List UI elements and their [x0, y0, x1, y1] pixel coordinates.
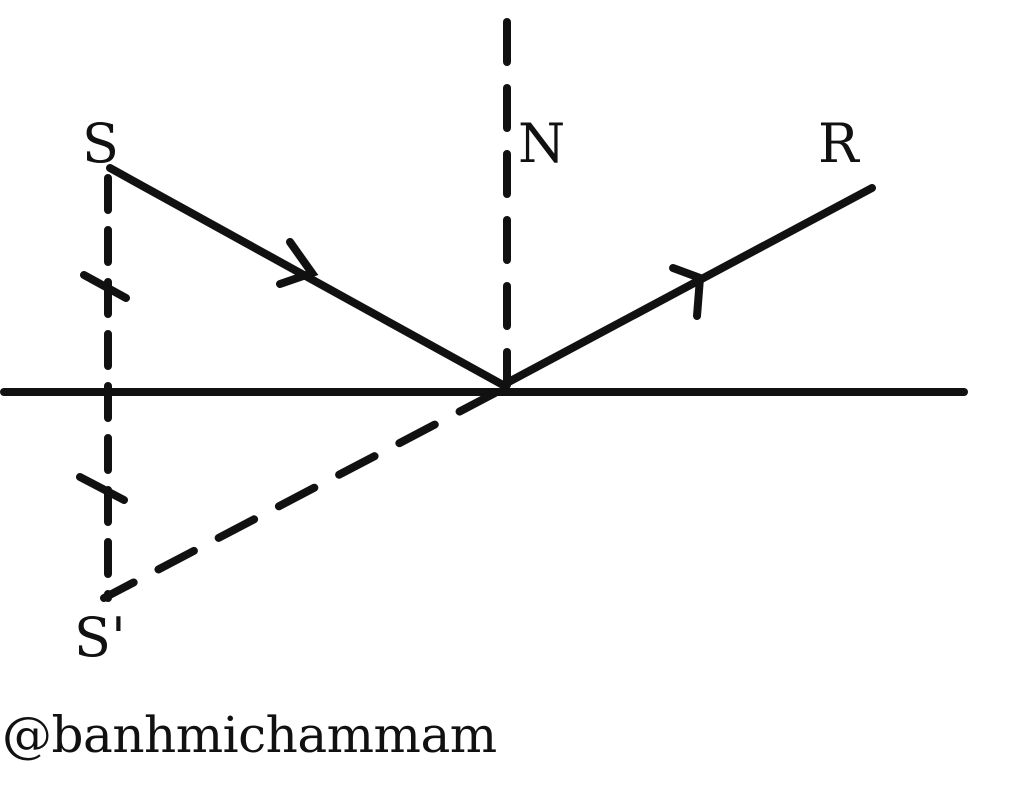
- reflected-ray: [499, 184, 876, 389]
- reflected-arrow-icon: [669, 264, 705, 320]
- watermark-text: @banhmichammam: [2, 706, 497, 764]
- label-reflected: R: [818, 112, 860, 175]
- equal-tick-upper: [80, 271, 130, 302]
- label-source: S: [82, 112, 119, 175]
- label-image: S': [74, 606, 126, 669]
- equal-tick-lower: [76, 473, 128, 504]
- label-normal: N: [518, 112, 565, 175]
- virtual-ray-extension: [100, 389, 499, 602]
- incident-arrow-icon: [276, 238, 319, 288]
